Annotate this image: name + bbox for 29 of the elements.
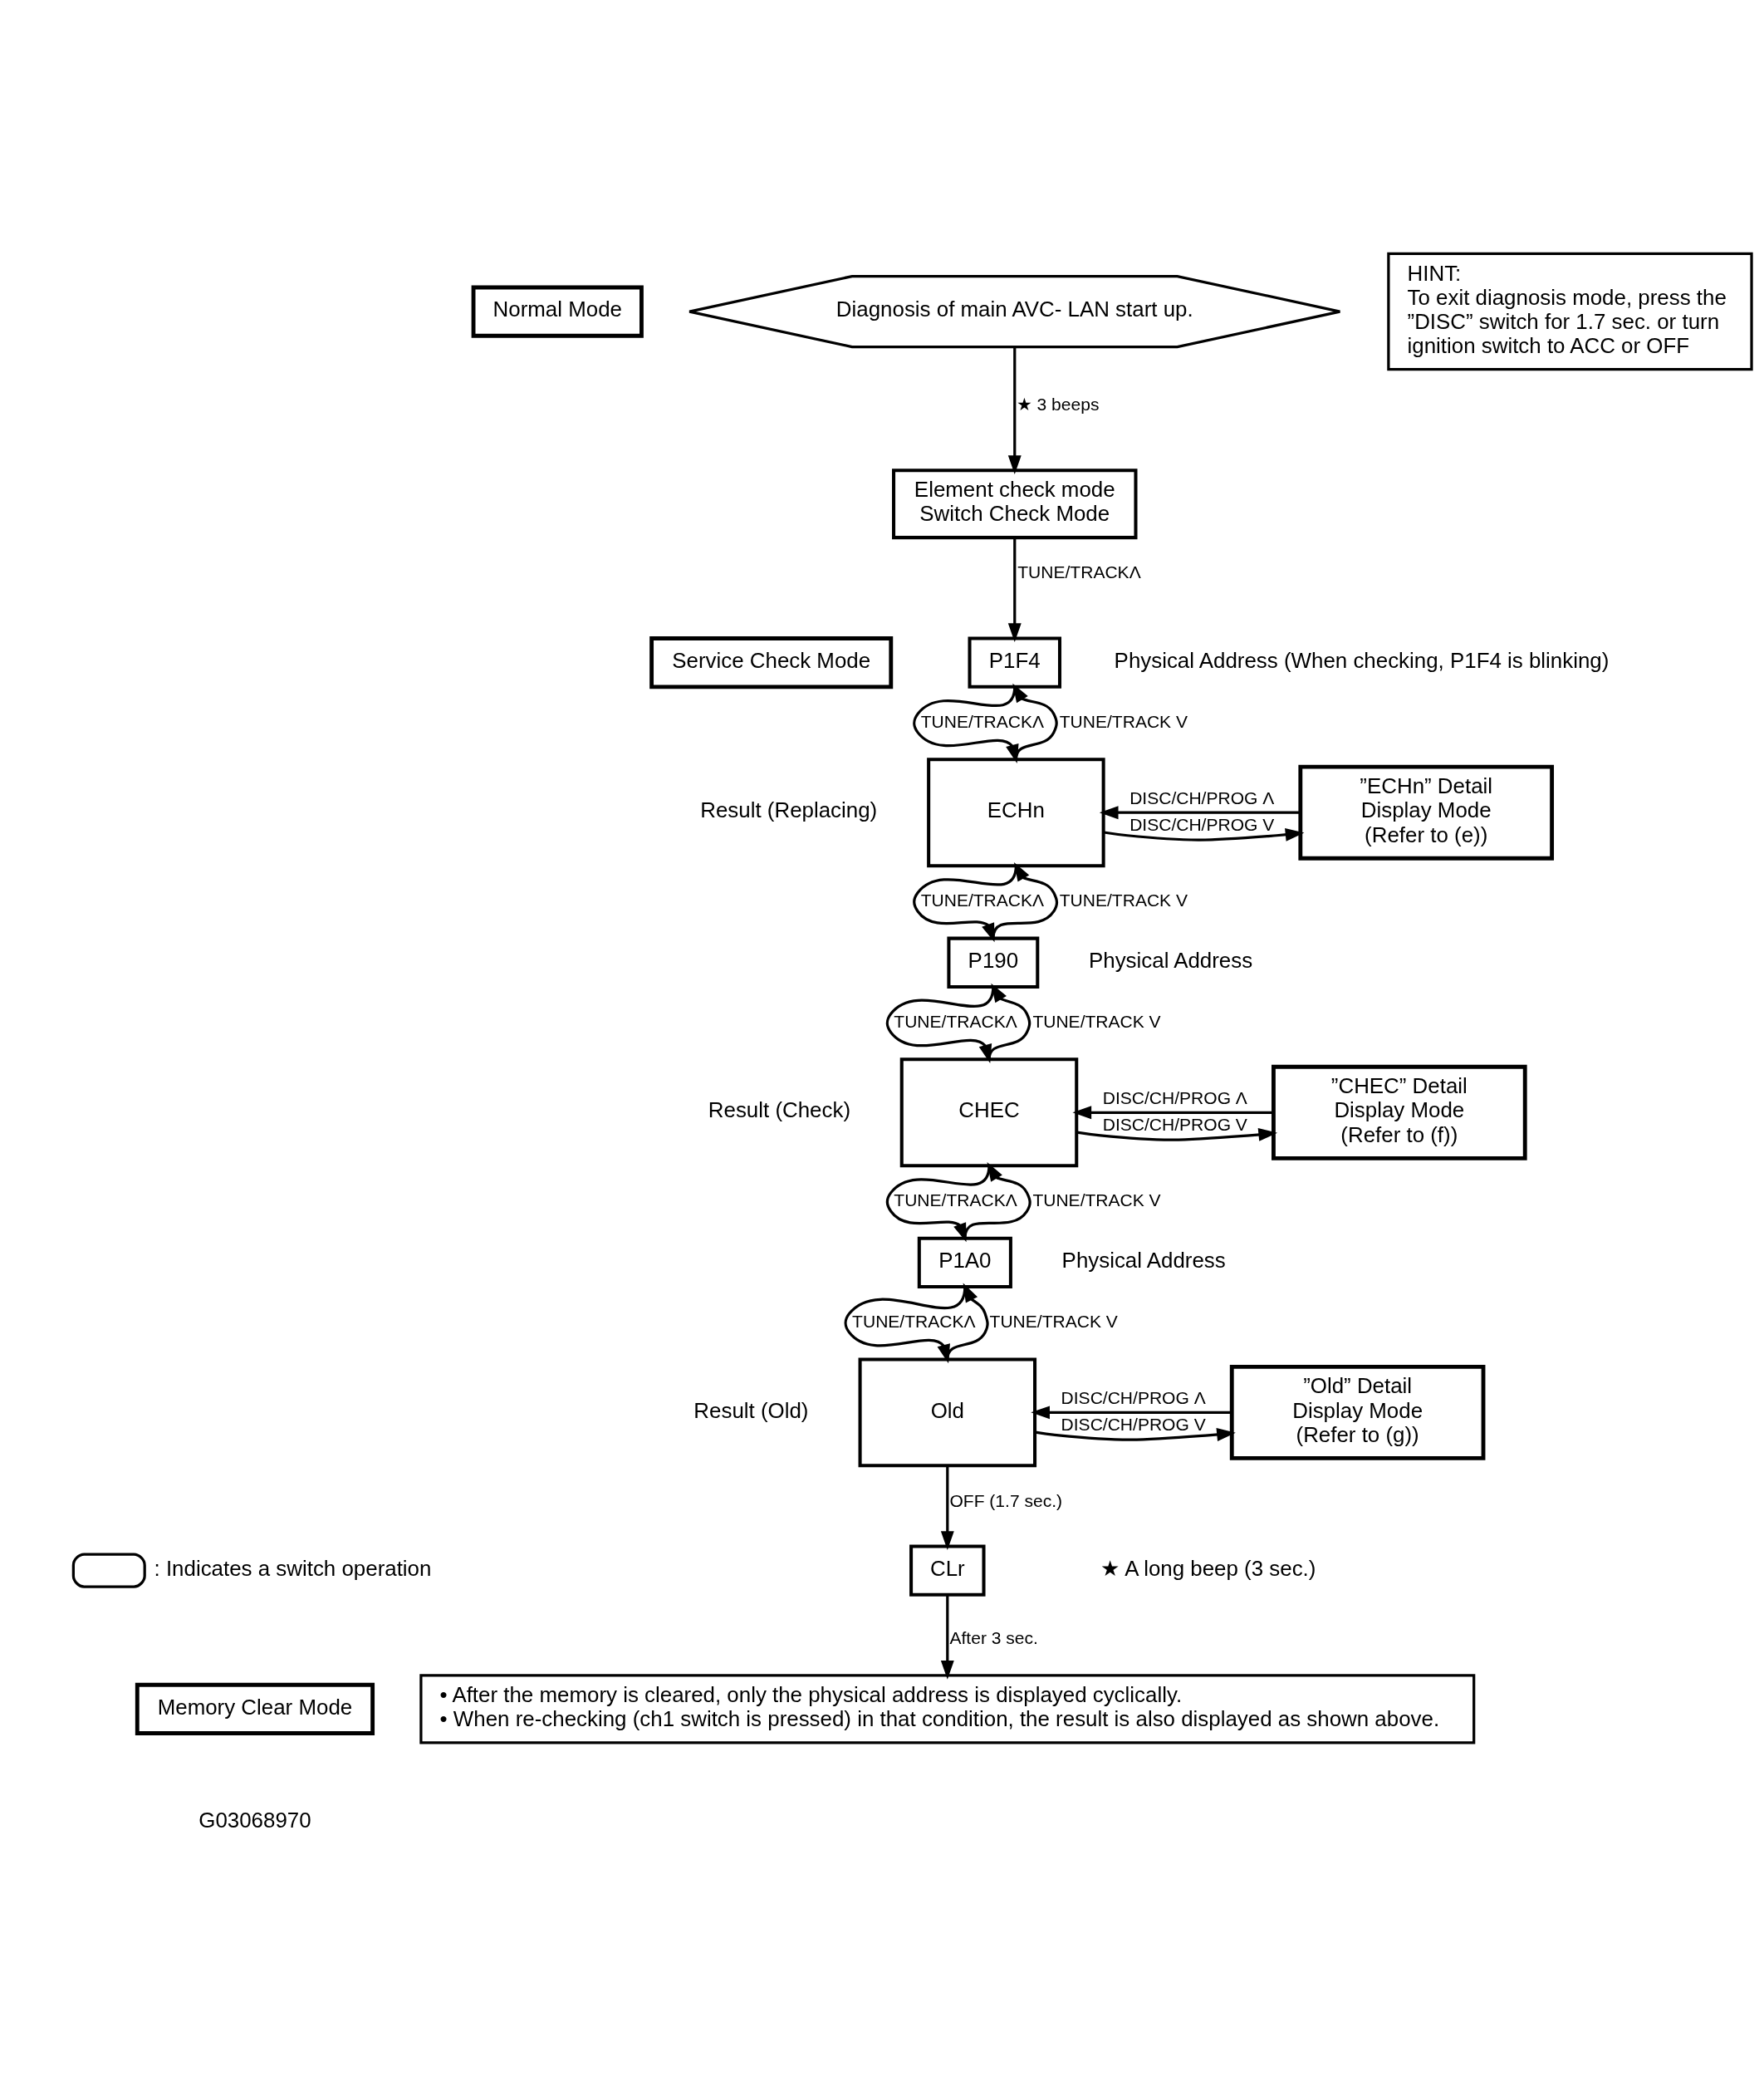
edge-label: TUNE/TRACKΛ bbox=[894, 1012, 1017, 1032]
edge-label: TUNE/TRACKΛ bbox=[920, 712, 1045, 732]
edge-label: TUNE/TRACK V bbox=[1059, 712, 1188, 732]
edge-label: TUNE/TRACK V bbox=[989, 1312, 1118, 1332]
edge-label: DISC/CH/PROG V bbox=[1102, 1114, 1247, 1134]
edge-label: DISC/CH/PROG V bbox=[1061, 1415, 1206, 1435]
edge-label: TUNE/TRACK V bbox=[1059, 891, 1188, 910]
label: G03068970 bbox=[198, 1808, 311, 1832]
node-label: Physical Address (When checking, P1F4 is blinking) bbox=[1114, 648, 1610, 672]
edge-label: DISC/CH/PROG Λ bbox=[1129, 788, 1275, 807]
edge-label: TUNE/TRACK V bbox=[1032, 1012, 1161, 1032]
edge-label: TUNE/TRACKΛ bbox=[852, 1312, 976, 1332]
edge-label: After 3 sec. bbox=[949, 1627, 1038, 1647]
node-label: Result (Old) bbox=[693, 1398, 809, 1422]
edge-label: DISC/CH/PROG Λ bbox=[1102, 1087, 1247, 1107]
edge-label: TUNE/TRACK V bbox=[1032, 1190, 1161, 1210]
edge-label: TUNE/TRACKΛ bbox=[1017, 562, 1141, 582]
legend-label: : Indicates a switch operation bbox=[154, 1556, 432, 1580]
edge-label: DISC/CH/PROG V bbox=[1129, 814, 1275, 834]
edge-label: OFF (1.7 sec.) bbox=[949, 1490, 1063, 1510]
node-label: Physical Address bbox=[1089, 948, 1253, 972]
edge-label: DISC/CH/PROG Λ bbox=[1061, 1387, 1206, 1407]
node-label: Result (Check) bbox=[708, 1098, 851, 1122]
node-label: Result (Replacing) bbox=[700, 798, 878, 822]
label: ★ A long beep (3 sec.) bbox=[1100, 1556, 1316, 1580]
edge-label: ★ 3 beeps bbox=[1016, 394, 1100, 414]
edge-label: TUNE/TRACKΛ bbox=[894, 1190, 1017, 1210]
node-label: Physical Address bbox=[1061, 1248, 1226, 1272]
edge-label: TUNE/TRACKΛ bbox=[920, 891, 1045, 910]
